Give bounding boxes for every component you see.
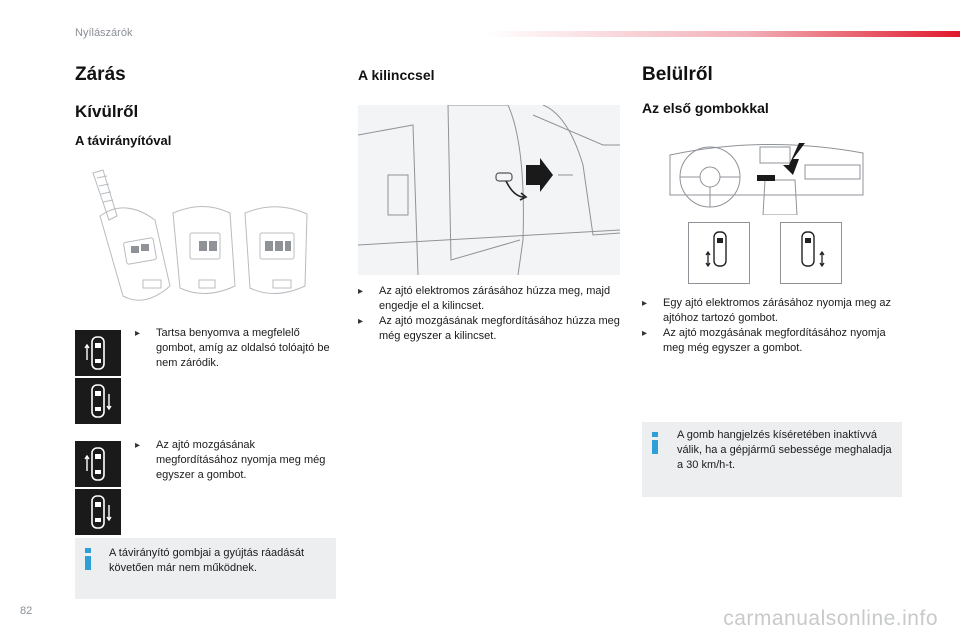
list-item: ▸ Az ajtó elektromos zárásához húzza meg…	[358, 285, 611, 312]
handle-heading: A kilinccsel	[358, 67, 435, 83]
sliding-door-handle-illustration	[358, 105, 620, 275]
arrow-bullet-icon: ▸	[642, 328, 648, 339]
info-box-speed: A gomb hangjelzés kíséretében inaktívvá …	[642, 422, 902, 497]
arrow-bullet-icon: ▸	[642, 298, 648, 309]
watermark: carmanualsonline.info	[723, 607, 938, 630]
arrow-bullet-icon: ▸	[135, 328, 141, 339]
info-text: A távirányító gombjai a gyújtás ráadását…	[109, 547, 305, 574]
info-icon	[652, 432, 658, 454]
section-label: Nyílászárók	[75, 27, 133, 39]
info-text: A gomb hangjelzés kíséretében inaktívvá …	[677, 429, 892, 471]
info-icon	[85, 548, 91, 570]
header-accent-band	[485, 31, 960, 37]
arrow-bullet-icon: ▸	[135, 440, 141, 451]
remote-keys-illustration	[92, 169, 308, 301]
list-item: ▸ Tartsa benyomva a megfelelő gombot, am…	[135, 327, 330, 369]
sliding-door-left-icon	[75, 330, 121, 376]
sliding-door-left-icon	[75, 441, 121, 487]
list-item: ▸ Egy ajtó elektromos zárásához nyomja m…	[642, 297, 892, 324]
page-title: Zárás	[75, 64, 126, 85]
front-buttons-heading: Az első gombokkal	[642, 100, 769, 116]
dashboard-illustration	[669, 143, 864, 215]
subtitle-outside: Kívülről	[75, 102, 139, 121]
list-item: ▸ Az ajtó mozgásának megfordításához nyo…	[642, 327, 886, 354]
sliding-door-right-icon	[780, 222, 842, 284]
inside-title: Belülről	[642, 64, 713, 85]
arrow-bullet-icon: ▸	[358, 316, 364, 327]
arrow-bullet-icon: ▸	[358, 286, 364, 297]
remote-heading: A távirányítóval	[75, 133, 172, 148]
sliding-door-right-icon	[75, 489, 121, 535]
list-item: ▸ Az ajtó mozgásának megfordításához nyo…	[135, 439, 326, 481]
page-number: 82	[20, 605, 33, 617]
info-box-remote: A távirányító gombjai a gyújtás ráadását…	[75, 538, 336, 599]
list-item: ▸ Az ajtó mozgásának megfordításához húz…	[358, 315, 620, 342]
sliding-door-left-icon	[688, 222, 750, 284]
sliding-door-right-icon	[75, 378, 121, 424]
